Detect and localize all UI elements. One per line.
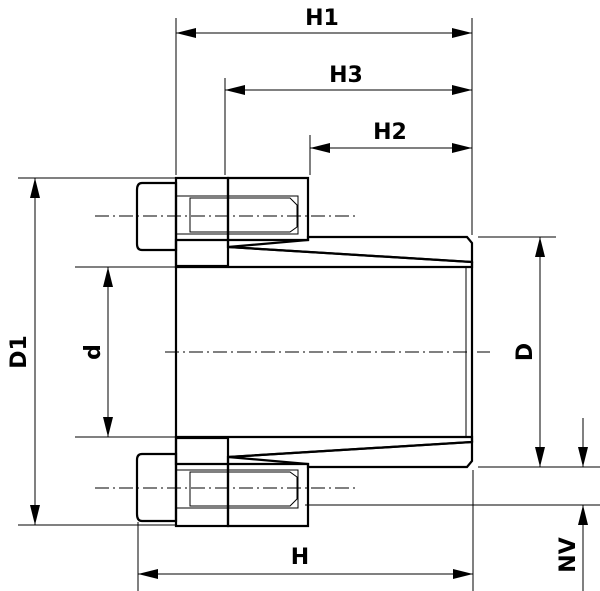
label-H2: H2 xyxy=(373,120,407,145)
label-H3: H3 xyxy=(329,63,363,88)
upper-bolt-head xyxy=(135,181,178,252)
upper-collar xyxy=(226,176,310,242)
bore xyxy=(165,262,490,442)
upper-section xyxy=(95,176,474,269)
upper-bolt-shank xyxy=(189,197,298,233)
lower-section xyxy=(95,435,474,528)
upper-flange xyxy=(174,176,230,268)
extension-lines xyxy=(18,18,600,591)
upper-inner-ring xyxy=(174,238,474,269)
label-H1: H1 xyxy=(305,6,339,31)
label-D1: D1 xyxy=(7,335,32,369)
label-H: H xyxy=(291,545,309,570)
dimension-lines xyxy=(30,28,588,591)
label-d: d xyxy=(81,344,106,360)
label-D: D xyxy=(513,343,538,361)
label-NV: NV xyxy=(556,537,581,572)
upper-bolt-hole xyxy=(175,195,299,235)
